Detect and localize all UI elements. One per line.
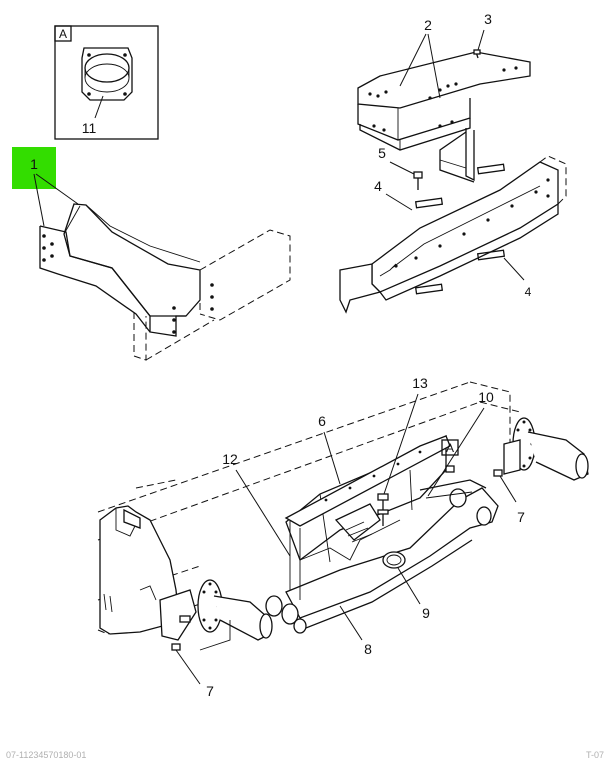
lower-callouts: 6 12 13 10 A 9 8 bbox=[222, 375, 494, 657]
callout-3: 3 bbox=[484, 11, 492, 27]
view-ref-label: A bbox=[446, 441, 454, 455]
equalizer-beam-part bbox=[265, 434, 499, 634]
bolt-and-shims-part: 5 4 4 bbox=[374, 145, 532, 299]
callout-11: 11 bbox=[82, 120, 97, 136]
callout-9: 9 bbox=[422, 605, 430, 621]
callout-5: 5 bbox=[378, 145, 386, 161]
callout-7b: 7 bbox=[206, 683, 214, 699]
callout-7a: 7 bbox=[517, 509, 525, 525]
leader-8 bbox=[339, 605, 363, 641]
callout-1: 1 bbox=[30, 156, 38, 172]
detail-view-label-box bbox=[54, 25, 72, 42]
highlight-box bbox=[12, 147, 56, 189]
callout-2: 2 bbox=[424, 17, 432, 33]
leader-6 bbox=[323, 431, 341, 485]
right-hub-part: 7 bbox=[493, 417, 589, 525]
callout-1-highlight: 1 bbox=[12, 147, 79, 227]
leader-1b bbox=[35, 173, 79, 205]
view-ref-box bbox=[441, 439, 459, 456]
bushing-flange-part bbox=[81, 47, 133, 101]
callout-13: 13 bbox=[412, 375, 428, 391]
detail-view-a: A 11 bbox=[54, 25, 159, 140]
detail-view-frame bbox=[54, 25, 159, 140]
leader-7a bbox=[499, 475, 517, 503]
callout-4a: 4 bbox=[374, 178, 382, 194]
leader-11 bbox=[94, 95, 104, 119]
leader-4a bbox=[385, 193, 413, 211]
leader-9 bbox=[397, 567, 421, 605]
crossmember-part bbox=[39, 203, 291, 361]
hanger-rail-part bbox=[339, 155, 567, 314]
footer-page-code: T-07 bbox=[586, 750, 604, 760]
footer-part-code: 07-11234570180-01 bbox=[6, 750, 86, 760]
callout-12: 12 bbox=[222, 451, 238, 467]
left-bracket-part bbox=[99, 505, 179, 635]
leader-10 bbox=[427, 407, 485, 497]
leader-13 bbox=[383, 393, 419, 495]
bracket-assembly-part: 3 2 bbox=[357, 11, 531, 183]
leader-5 bbox=[389, 161, 415, 175]
callout-10: 10 bbox=[478, 389, 494, 405]
leader-12 bbox=[235, 469, 291, 557]
left-hub-part: 7 bbox=[159, 579, 273, 699]
leader-4b bbox=[503, 257, 525, 281]
leader-7b bbox=[175, 649, 201, 685]
callout-6: 6 bbox=[318, 413, 326, 429]
leader-3 bbox=[477, 29, 485, 51]
leader-2b bbox=[427, 33, 441, 99]
callout-8: 8 bbox=[364, 641, 372, 657]
leader-2a bbox=[399, 33, 427, 87]
leader-1a bbox=[33, 173, 45, 227]
callout-4b: 4 bbox=[525, 285, 532, 299]
detail-view-label: A bbox=[59, 27, 67, 41]
